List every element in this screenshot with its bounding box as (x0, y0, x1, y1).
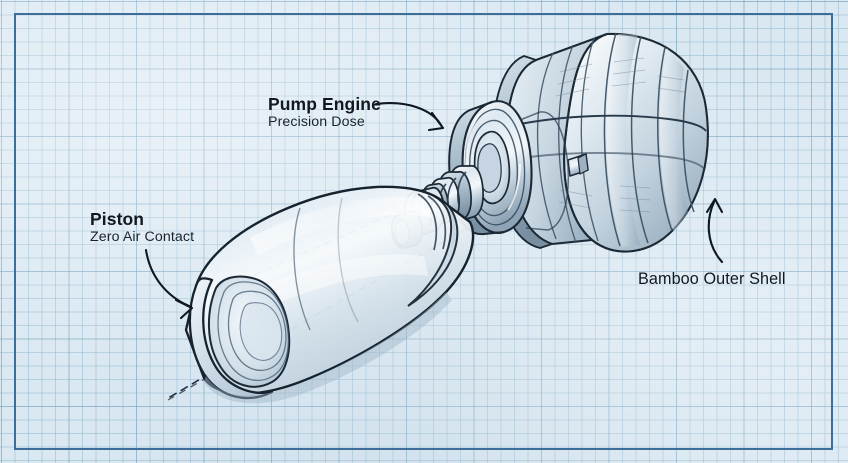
label-bamboo-outer-shell-title: Bamboo Outer Shell (638, 270, 786, 288)
label-pump-engine-subtitle: Precision Dose (268, 114, 365, 131)
shell-alignment-tab (567, 153, 589, 177)
leader-arrow-pump-engine (374, 102, 445, 132)
leader-arrow-bamboo-shell (705, 197, 724, 264)
leader-arrow-piston (144, 248, 194, 320)
label-pump-engine-title: Pump Engine (268, 94, 381, 114)
label-piston-title: Piston (90, 209, 145, 229)
bottle-open-rim (188, 275, 291, 400)
leader-arrows (144, 102, 724, 320)
label-pump-engine: Pump Engine Precision Dose (268, 94, 381, 132)
label-piston-subtitle: Zero Air Contact (90, 229, 195, 246)
piston-bottle-body-part (184, 185, 475, 404)
label-piston: Piston Zero Air Contact (90, 209, 194, 247)
label-bamboo-outer-shell: Bamboo Outer Shell (638, 270, 786, 289)
